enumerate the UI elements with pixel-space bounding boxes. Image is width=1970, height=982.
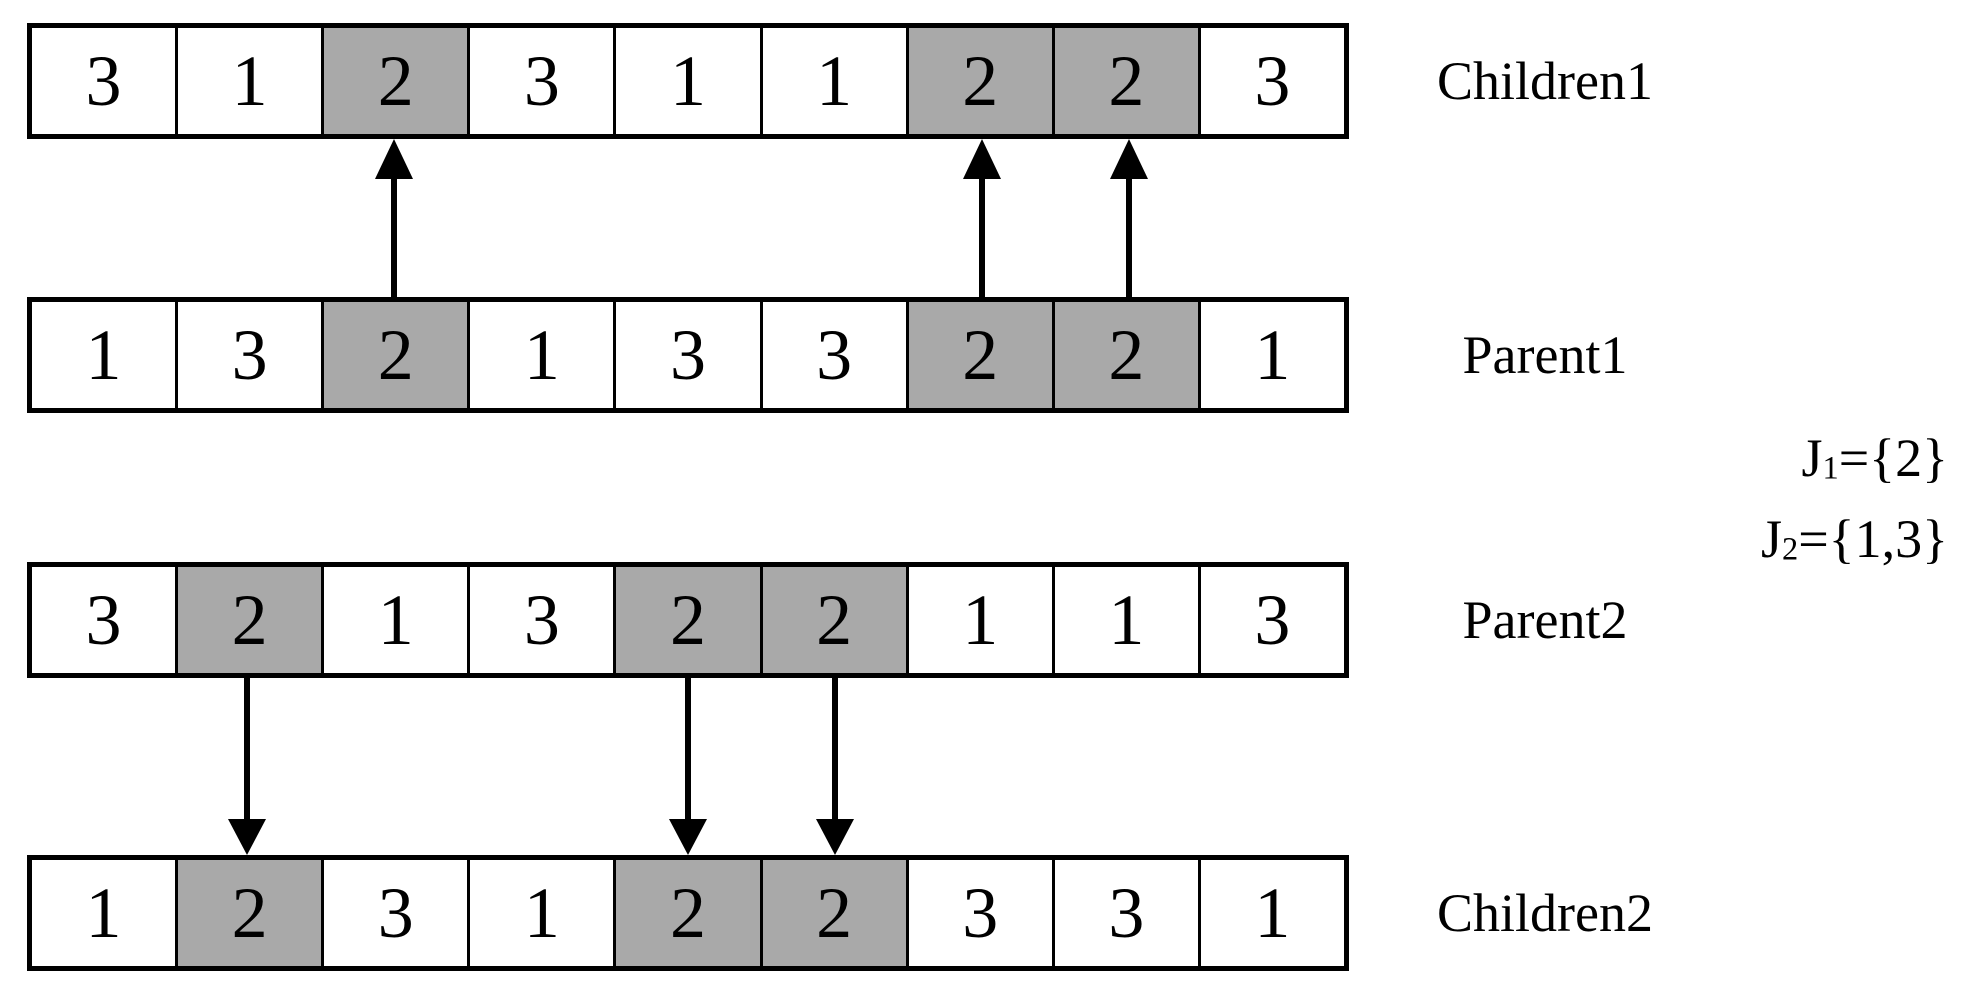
children2-cell-8: 3 — [1051, 860, 1198, 966]
crossover-arrow-up-col3 — [375, 139, 414, 297]
children2-cell-6: 2 — [759, 860, 906, 966]
parent1-cell-7: 2 — [905, 302, 1052, 408]
parent1-label: Parent1 — [1462, 325, 1628, 385]
arrow-shaft — [831, 678, 838, 825]
parent1-cell-2: 3 — [175, 302, 322, 408]
children2-cell-3: 3 — [321, 860, 468, 966]
children1-cell-7: 2 — [905, 28, 1052, 134]
parent2-cell-9: 3 — [1197, 567, 1344, 673]
arrow-shaft — [1125, 175, 1132, 297]
children1-cell-2: 1 — [175, 28, 322, 134]
children1-cell-4: 3 — [467, 28, 614, 134]
children1-cell-1: 3 — [32, 28, 176, 134]
arrowhead-up-icon — [375, 139, 414, 179]
j2-set-annotation: J2={1,3} — [1761, 504, 1948, 585]
crossover-arrow-down-col2 — [228, 678, 267, 855]
parent2-label: Parent2 — [1462, 590, 1628, 650]
j2-set-value: ={1,3} — [1798, 508, 1948, 569]
parent1-cell-4: 1 — [467, 302, 614, 408]
arrowhead-up-icon — [962, 139, 1001, 179]
children2-cell-5: 2 — [613, 860, 760, 966]
children2-label: Children2 — [1437, 883, 1653, 943]
j1-symbol: J — [1801, 428, 1823, 488]
children2-cell-4: 1 — [467, 860, 614, 966]
crossover-arrow-down-col5 — [669, 678, 707, 855]
children2-cell-7: 3 — [905, 860, 1052, 966]
job-set-annotations: J1={2} J2={1,3} — [1761, 423, 1948, 584]
parent1-cell-3: 2 — [321, 302, 468, 408]
arrow-shaft — [685, 678, 691, 825]
j2-symbol: J — [1760, 508, 1782, 569]
parent1-cell-9: 1 — [1197, 302, 1344, 408]
parent2-cell-3: 1 — [321, 567, 468, 673]
parent1-cell-5: 3 — [613, 302, 760, 408]
crossover-arrow-down-col6 — [815, 678, 854, 855]
j1-subscript: 1 — [1822, 450, 1839, 487]
children2-cell-2: 2 — [175, 860, 322, 966]
j1-set-annotation: J1={2} — [1761, 423, 1948, 504]
parent2-cell-5: 2 — [613, 567, 760, 673]
j2-subscript: 2 — [1782, 531, 1799, 568]
arrow-shaft — [244, 678, 251, 825]
arrowhead-down-icon — [228, 819, 267, 855]
children1-cell-6: 1 — [759, 28, 906, 134]
children1-cell-9: 3 — [1197, 28, 1344, 134]
parent1-cell-8: 2 — [1051, 302, 1198, 408]
arrow-shaft — [978, 175, 985, 297]
parent2-cell-2: 2 — [175, 567, 322, 673]
children1-label: Children1 — [1437, 51, 1653, 111]
children1-cell-8: 2 — [1051, 28, 1198, 134]
children1-cell-5: 1 — [613, 28, 760, 134]
arrow-shaft — [391, 175, 398, 297]
parent2-cell-4: 3 — [467, 567, 614, 673]
arrowhead-up-icon — [1109, 139, 1148, 179]
parent1-cell-1: 1 — [32, 302, 176, 408]
parent2-cell-6: 2 — [759, 567, 906, 673]
parent2-cell-8: 1 — [1051, 567, 1198, 673]
arrowhead-down-icon — [815, 819, 854, 855]
parent2-cell-1: 3 — [32, 567, 176, 673]
children2-cell-9: 1 — [1197, 860, 1344, 966]
arrowhead-down-icon — [669, 819, 707, 855]
children2-cell-1: 1 — [32, 860, 176, 966]
crossover-arrow-up-col8 — [1109, 139, 1148, 297]
children1-cell-3: 2 — [321, 28, 468, 134]
parent1-cell-6: 3 — [759, 302, 906, 408]
crossover-arrow-up-col7 — [962, 139, 1001, 297]
j1-set-value: ={2} — [1838, 428, 1948, 488]
parent2-cell-7: 1 — [905, 567, 1052, 673]
